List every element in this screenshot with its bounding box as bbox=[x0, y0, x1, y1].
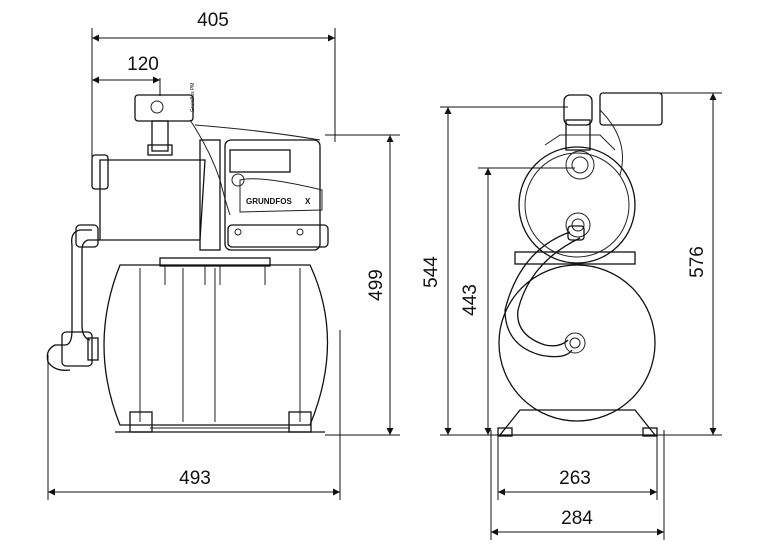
front-tank bbox=[498, 264, 656, 422]
dimension-lines: 405 120 499 493 544 443 576 263 bbox=[47, 10, 722, 540]
dim-120: 120 bbox=[127, 54, 159, 75]
dim-405: 405 bbox=[197, 10, 229, 31]
front-pressure-switch bbox=[544, 92, 663, 176]
switch-label: Grundfos PM bbox=[190, 83, 196, 112]
dim-263: 263 bbox=[559, 468, 591, 489]
dim-493: 493 bbox=[179, 468, 211, 489]
dim-576: 576 bbox=[687, 246, 708, 278]
side-pump: GRUNDFOS X bbox=[91, 139, 329, 251]
brand-mark: X bbox=[305, 197, 311, 206]
front-view bbox=[497, 92, 663, 437]
dim-544: 544 bbox=[421, 256, 442, 288]
front-bracket bbox=[514, 251, 636, 265]
dim-499: 499 bbox=[366, 269, 387, 301]
side-bracket bbox=[159, 257, 271, 285]
front-foot bbox=[497, 409, 658, 437]
side-hose bbox=[46, 224, 100, 371]
front-pump-housing bbox=[518, 146, 636, 264]
side-view: GRUNDFOS X Grundfos PM bbox=[46, 83, 329, 433]
side-pressure-switch: Grundfos PM bbox=[134, 83, 321, 216]
dim-284: 284 bbox=[561, 508, 593, 529]
front-hose bbox=[504, 225, 586, 358]
dim-443: 443 bbox=[460, 284, 481, 316]
brand-logo: GRUNDFOS bbox=[246, 197, 292, 206]
side-tank bbox=[103, 264, 329, 433]
